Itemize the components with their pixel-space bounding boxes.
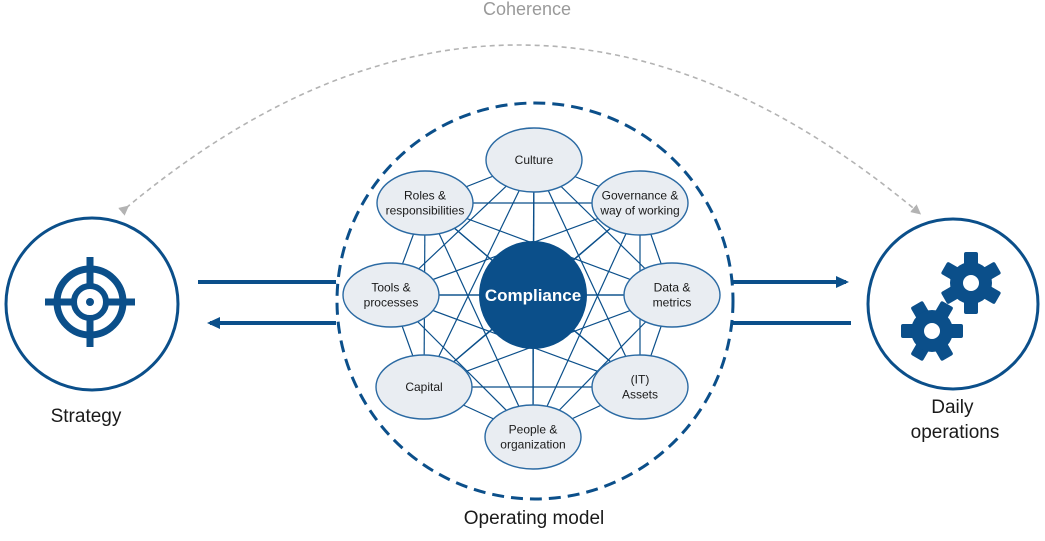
edge-culture-it-assets (533, 159, 641, 388)
edge-people-organization-roles-responsibilities (424, 202, 534, 438)
node-label-line: responsibilities (386, 204, 465, 218)
daily-operations-label-line1: Daily (931, 397, 974, 418)
node-ellipse (623, 262, 721, 328)
node-label-line: Governance & (602, 189, 679, 203)
daily-operations-label-line2: operations (911, 422, 1000, 443)
node-capital: Capital (375, 354, 473, 420)
node-ellipse (591, 170, 689, 236)
node-label-line: processes (364, 296, 419, 310)
coherence-arc (118, 44, 922, 216)
node-label: Capital (405, 380, 442, 394)
connectors (198, 276, 851, 329)
edge-governance-people-organization (532, 202, 641, 438)
node-people-organization: People &organization (484, 404, 582, 470)
node-tools-processes: Tools &processes (342, 262, 440, 328)
node-ellipse (375, 354, 473, 420)
edge-culture-capital (423, 159, 535, 388)
node-label-line: (IT) (631, 373, 650, 387)
node-ellipse (342, 262, 440, 328)
node-label: (IT)Assets (622, 373, 658, 402)
node-roles-responsibilities: Roles &responsibilities (376, 170, 474, 236)
node-label: Tools &processes (364, 281, 419, 310)
node-label-line: way of working (599, 204, 679, 218)
coherence-label: Coherence (483, 0, 571, 19)
node-label-line: People & (509, 423, 558, 437)
node-label-line: Data & (654, 281, 691, 295)
node-label: Data &metrics (653, 281, 692, 310)
node-label: Governance &way of working (599, 189, 679, 218)
node-label-line: Assets (622, 388, 658, 402)
node-ellipse (591, 354, 689, 420)
strategy-node (4, 216, 180, 392)
compliance-center: Compliance (479, 241, 587, 349)
node-label: People &organization (500, 423, 565, 452)
node-label-line: Roles & (404, 189, 446, 203)
node-label-line: organization (500, 438, 565, 452)
node-label: Roles &responsibilities (386, 189, 465, 218)
node-label-line: Tools & (371, 281, 410, 295)
daily-operations-label: Daily operations (911, 397, 1000, 443)
operating-model-label: Operating model (464, 508, 604, 529)
node-label: Culture (515, 153, 554, 167)
gears-icon (901, 252, 1001, 361)
node-ellipse (484, 404, 582, 470)
node-governance: Governance &way of working (591, 170, 689, 236)
node-label-line: Capital (405, 380, 442, 394)
node-label-line: metrics (653, 296, 692, 310)
node-label-line: Culture (515, 153, 554, 167)
node-data-metrics: Data &metrics (623, 262, 721, 328)
strategy-label: Strategy (51, 406, 122, 427)
compliance-label: Compliance (485, 286, 581, 305)
node-ellipse (485, 127, 583, 193)
target-crosshair-icon (45, 257, 135, 347)
node-culture: Culture (485, 127, 583, 193)
daily-operations-node (866, 217, 1040, 391)
node-it-assets: (IT)Assets (591, 354, 689, 420)
node-ellipse (376, 170, 474, 236)
